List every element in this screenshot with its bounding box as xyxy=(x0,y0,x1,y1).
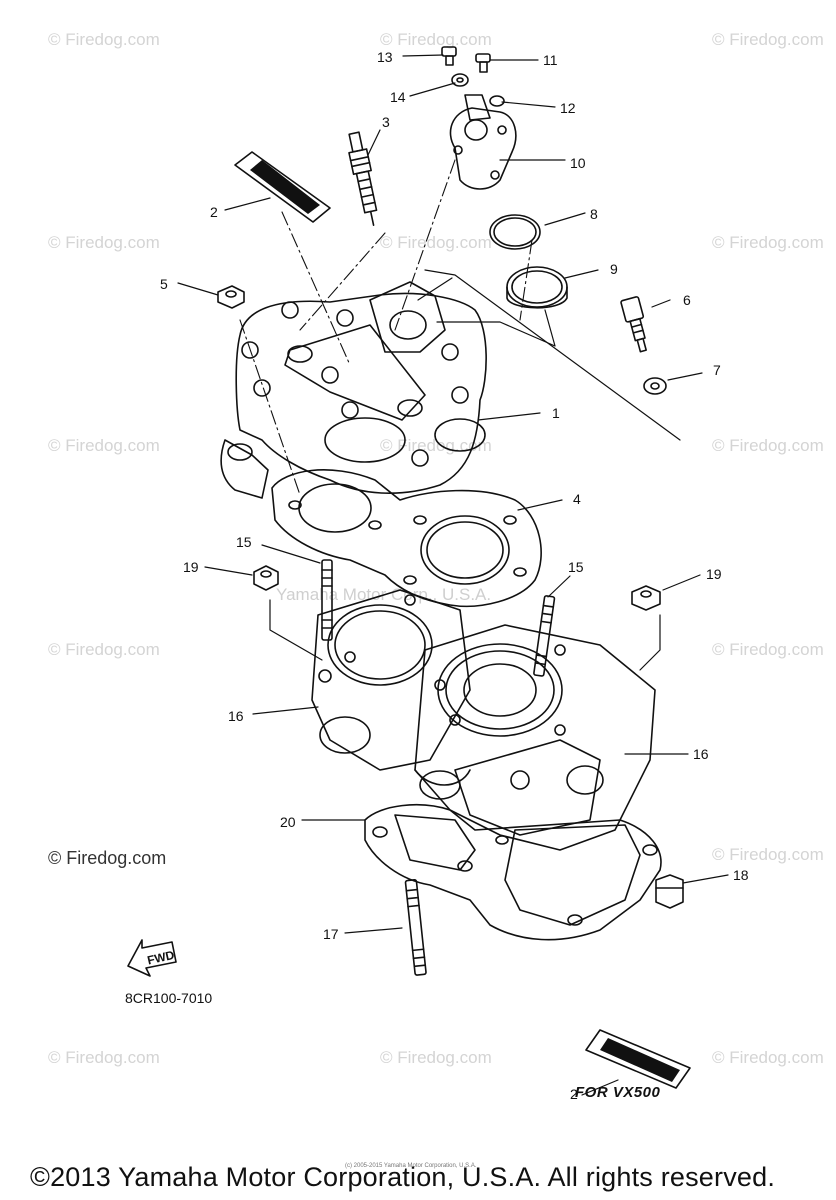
bolt-13 xyxy=(441,46,457,66)
callout-2: 2 xyxy=(570,1086,578,1102)
callout-5: 5 xyxy=(160,276,168,292)
callout-16: 16 xyxy=(693,746,709,762)
spark-plug xyxy=(348,131,378,227)
watermark: © Firedog.com xyxy=(380,30,492,49)
watermark: © Firedog.com xyxy=(712,845,824,864)
watermark: © Firedog.com xyxy=(380,233,492,252)
callout-11: 11 xyxy=(543,52,558,68)
watermark: © Firedog.com xyxy=(380,1048,492,1067)
nut-19-right xyxy=(631,585,661,611)
callout-15: 15 xyxy=(236,534,252,550)
bracket-lines xyxy=(269,269,681,671)
callout-10: 10 xyxy=(570,155,586,171)
callout-14: 14 xyxy=(390,89,406,105)
callout-18: 18 xyxy=(733,867,749,883)
washer-7 xyxy=(643,377,667,395)
watermark: © Firedog.com xyxy=(712,1048,824,1067)
callout-3: 3 xyxy=(382,114,390,130)
washer-12 xyxy=(489,95,505,107)
callout-9: 9 xyxy=(610,261,618,277)
diagram-reference-code: 8CR100-7010 xyxy=(125,990,213,1006)
temperature-sensor xyxy=(620,296,647,353)
nut-5 xyxy=(217,285,245,309)
callout-2: 2 xyxy=(210,204,218,220)
callout-1: 1 xyxy=(552,405,560,421)
callout-4: 4 xyxy=(573,491,581,507)
callout-7: 7 xyxy=(713,362,721,378)
base-gasket xyxy=(364,804,662,941)
callout-16: 16 xyxy=(228,708,244,724)
watermark: © Firedog.com xyxy=(48,233,160,252)
watermark: © Firedog.com xyxy=(712,30,824,49)
decal-label xyxy=(234,151,331,223)
alignment-lines xyxy=(239,159,533,496)
callout-13: 13 xyxy=(377,49,393,65)
callout-19: 19 xyxy=(183,559,199,575)
callout-12: 12 xyxy=(560,100,576,116)
watermark: © Firedog.com xyxy=(48,30,160,49)
callout-15: 15 xyxy=(568,559,584,575)
stud-17 xyxy=(404,879,427,976)
callout-8: 8 xyxy=(590,206,598,222)
watermark: © Firedog.com xyxy=(48,640,160,659)
bolt-11 xyxy=(475,53,491,73)
head-gasket xyxy=(271,469,542,608)
thermostat-cover xyxy=(449,94,517,190)
callout-17: 17 xyxy=(323,926,339,942)
cylinder-right xyxy=(414,624,656,851)
fwd-arrow-icon xyxy=(127,939,177,977)
watermark: © Firedog.com xyxy=(712,233,824,252)
callout-19: 19 xyxy=(706,566,722,582)
o-ring-8 xyxy=(489,214,541,250)
watermark-dark: © Firedog.com xyxy=(48,848,167,868)
decal-label-bottom xyxy=(585,1029,691,1089)
nut-19-left xyxy=(253,565,279,591)
stud-15-right xyxy=(533,595,556,677)
callout-20: 20 xyxy=(280,814,296,830)
watermark: © Firedog.com xyxy=(48,1048,160,1067)
watermark: © Firedog.com xyxy=(712,640,824,659)
leader-lines xyxy=(177,54,729,1096)
callout-6: 6 xyxy=(683,292,691,308)
cylinder-head xyxy=(220,281,487,499)
cylinder-left xyxy=(311,589,471,771)
watermark: © Firedog.com xyxy=(712,436,824,455)
tiny-credit: (c) 2005-2015 Yamaha Motor Corporation, … xyxy=(345,1163,477,1169)
stud-15-left xyxy=(321,559,333,641)
model-note: FOR VX500 xyxy=(575,1084,661,1101)
gasket-9 xyxy=(506,266,568,309)
fwd-label: FWD xyxy=(146,948,176,968)
copyright-notice: ©2013 Yamaha Motor Corporation, U.S.A. A… xyxy=(30,1162,776,1192)
watermark: © Firedog.com xyxy=(48,436,160,455)
nut-18 xyxy=(655,874,684,909)
washer-14 xyxy=(451,73,469,87)
